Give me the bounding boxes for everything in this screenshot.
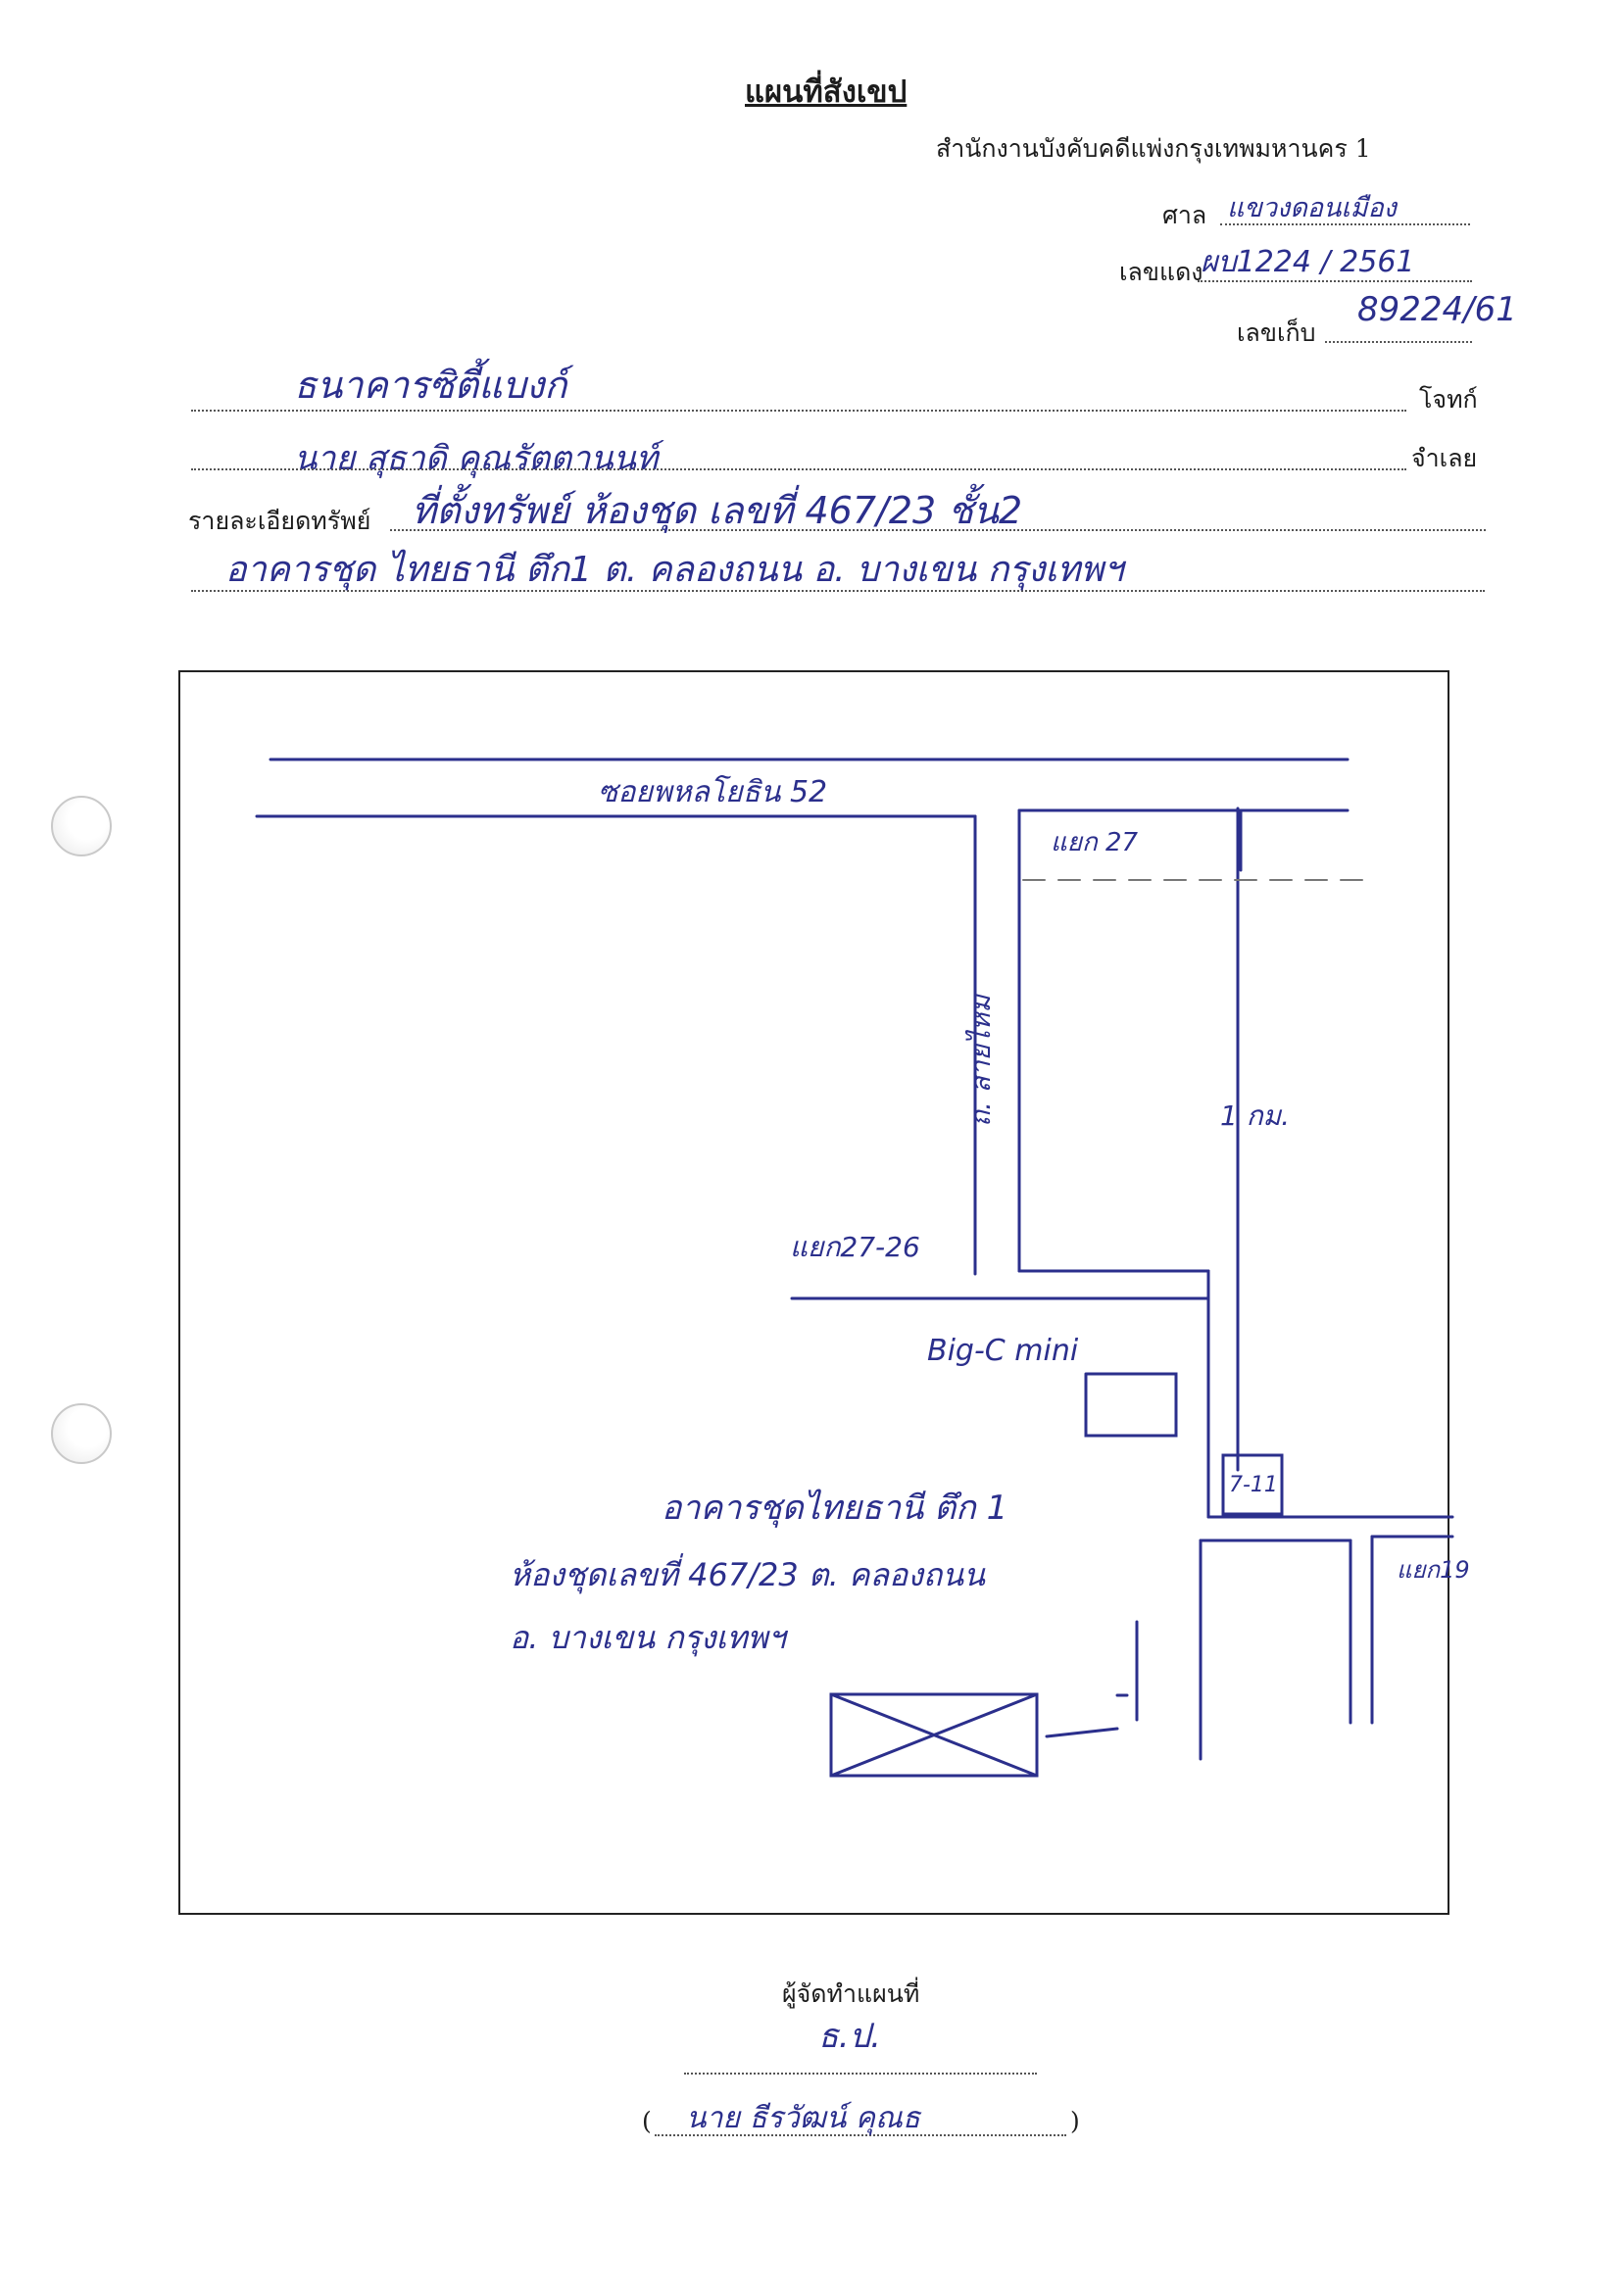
property-dots-2 [191,590,1485,592]
map-frame [178,670,1449,1915]
plaintiff-dots [191,410,1406,412]
defendant-value: นาย สุธาดิ คุณรัตตานนท์ [294,439,659,478]
storage-label: เลขเก็บ [1237,318,1316,347]
punch-hole-bottom [51,1403,112,1464]
property-label: รายละเอียดทรัพย์ [188,507,371,535]
map-maker-label: ผู้จัดทำแผนที่ [782,1979,920,2008]
name-open-paren: ( [642,2107,652,2135]
storage-dots [1325,341,1472,343]
property-line-1: ที่ตั้งทรัพย์ ห้องชุด เลขที่ 467/23 ชั้น… [412,489,1023,532]
plaintiff-value: ธนาคารซิตี้แบงก์ [294,364,567,407]
signature-dots [684,2073,1037,2075]
red-case-dots [1198,280,1472,282]
plaintiff-label: โจทก์ [1419,385,1478,414]
defendant-label: จำเลย [1411,444,1478,472]
court-dots [1220,223,1470,225]
name-dots [655,2134,1066,2136]
red-case-label: เลขแดง [1119,258,1203,286]
court-value: แขวงดอนเมือง [1227,193,1397,223]
court-label: ศาล [1162,201,1207,229]
punch-hole-top [51,796,112,856]
storage-value: 89224/61 [1357,290,1517,329]
office-name: สำนักงานบังคับคดีแพ่งกรุงเทพมหานคร 1 [936,134,1371,163]
defendant-dots [191,468,1406,470]
page-title: แผนที่สังเขป [745,74,908,110]
signature: ธ.ป. [818,2017,881,2056]
property-line-2: อาคารชุด ไทยธานี ตึก1 ต. คลองถนน อ. บางเ… [225,550,1124,590]
property-dots-1 [390,529,1486,531]
name-close-paren: ) [1070,2107,1080,2135]
maker-name: นาย ธีรวัฒน์ คุณธ [686,2101,921,2135]
red-case-value: ผบ1224 / 2561 [1201,245,1415,279]
